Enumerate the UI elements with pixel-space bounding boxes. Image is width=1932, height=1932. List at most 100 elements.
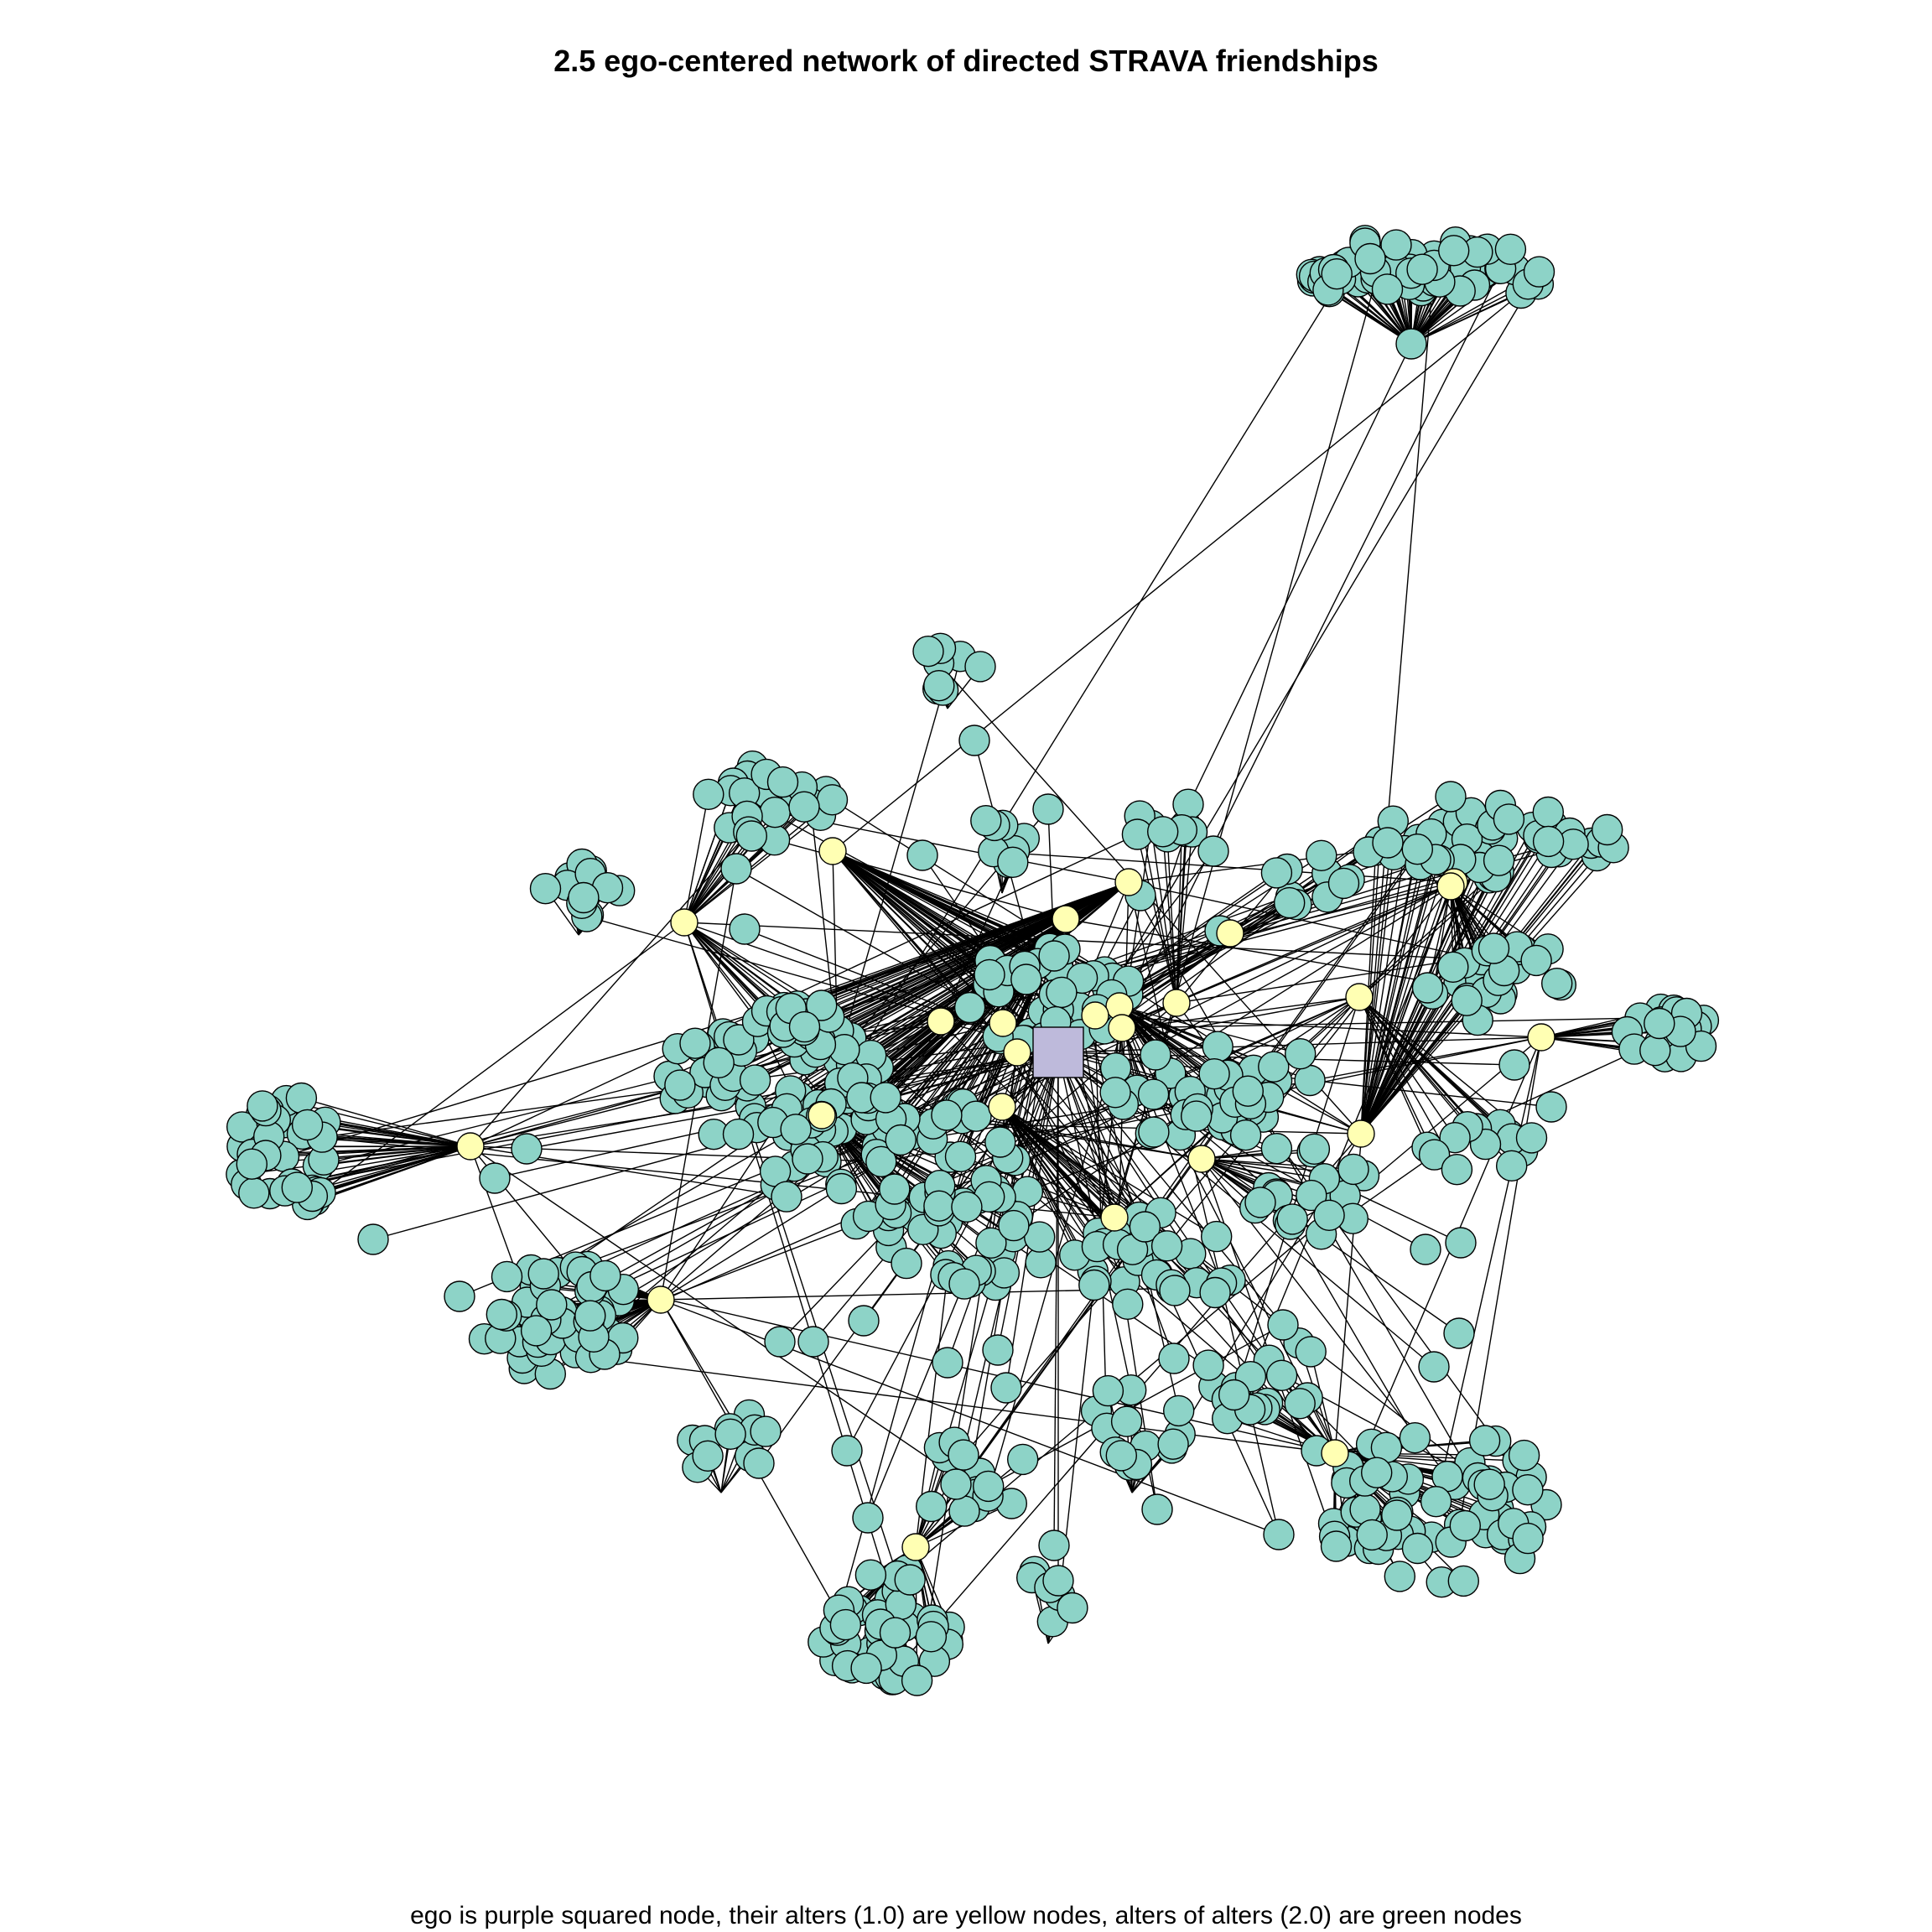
- alter-of-alter-node: [1284, 1037, 1317, 1070]
- alter-of-alter-node: [1296, 1179, 1327, 1212]
- alter-of-alter-node: [703, 1046, 735, 1079]
- alter-of-alter-node: [1356, 1519, 1388, 1551]
- alter-of-alter-node: [960, 1100, 992, 1132]
- alter-of-alter-node: [932, 1347, 963, 1379]
- network-edge: [683, 835, 752, 923]
- alter-of-alter-node: [722, 1118, 755, 1150]
- alter-of-alter-node: [486, 1298, 517, 1331]
- network-edge: [470, 834, 1138, 1147]
- alter-of-alter-node: [948, 1439, 979, 1471]
- alter-of-alter-node: [1105, 1440, 1138, 1472]
- alter-node: [1436, 872, 1465, 901]
- alter-of-alter-node: [750, 1415, 782, 1447]
- alter-of-alter-node: [281, 1171, 313, 1203]
- network-edge: [683, 794, 709, 923]
- network-edge: [1094, 271, 1540, 1016]
- alter-of-alter-node: [529, 872, 562, 905]
- alter-of-alter-node: [940, 1468, 972, 1500]
- alter-of-alter-node: [743, 1447, 775, 1479]
- alter-of-alter-node: [1232, 1075, 1265, 1107]
- alter-of-alter-node: [1006, 1443, 1039, 1476]
- alter-of-alter-node: [958, 724, 990, 756]
- network-edge: [1121, 248, 1512, 1029]
- network-edge: [1001, 1106, 1105, 1244]
- alter-of-alter-node: [1473, 1468, 1505, 1500]
- alter-of-alter-node: [511, 1133, 543, 1165]
- alter-of-alter-node: [771, 1181, 802, 1213]
- alter-of-alter-node: [923, 1190, 955, 1222]
- alter-of-alter-node: [1410, 1233, 1441, 1265]
- alter-of-alter-node: [953, 991, 986, 1024]
- alter-of-alter-node: [1483, 844, 1515, 876]
- alter-of-alter-node: [1202, 1031, 1233, 1062]
- alter-of-alter-node: [951, 1191, 983, 1223]
- network-edge: [683, 790, 731, 923]
- alter-of-alter-node: [1258, 1051, 1290, 1083]
- chart-title: 2.5 ego-centered network of directed STR…: [553, 44, 1379, 78]
- alter-of-alter-node: [865, 1145, 897, 1178]
- alter-of-alter-node: [1449, 1509, 1482, 1542]
- alter-of-alter-node: [972, 1470, 1005, 1503]
- alter-node: [1162, 989, 1191, 1017]
- network-edge: [1360, 860, 1440, 1135]
- alter-of-alter-node: [964, 651, 996, 683]
- alter-node: [808, 1101, 836, 1130]
- alter-of-alter-node: [1298, 1133, 1331, 1166]
- alter-of-alter-node: [1495, 1150, 1528, 1182]
- alter-of-alter-node: [1447, 1565, 1480, 1597]
- alter-of-alter-node: [788, 1010, 821, 1043]
- network-edge: [470, 831, 750, 1147]
- network-edge: [318, 881, 1455, 1167]
- network-edge: [997, 1036, 1115, 1218]
- alter-of-alter-node: [1092, 1374, 1124, 1407]
- alter-of-alter-node: [1159, 1275, 1191, 1306]
- network-edge: [832, 850, 1060, 1039]
- alter-of-alter-node: [1399, 1421, 1431, 1454]
- alter-of-alter-node: [806, 989, 838, 1021]
- alter-of-alter-node: [1042, 1565, 1074, 1597]
- alter-of-alter-node: [912, 636, 944, 667]
- network-edge: [312, 1145, 471, 1197]
- alter-of-alter-node: [1313, 1199, 1345, 1232]
- alter-of-alter-node: [816, 784, 849, 816]
- alter-of-alter-node: [1493, 803, 1525, 835]
- alter-of-alter-node: [1192, 1349, 1224, 1381]
- alter-of-alter-node: [739, 1064, 771, 1096]
- alter-of-alter-node: [915, 1490, 948, 1523]
- alter-of-alter-node: [1263, 1519, 1295, 1550]
- alter-node: [989, 1009, 1017, 1037]
- alter-of-alter-node: [1439, 1121, 1471, 1154]
- alter-of-alter-node: [1162, 1394, 1195, 1427]
- network-edge: [581, 1027, 1123, 1273]
- alter-of-alter-node: [879, 1617, 911, 1649]
- alter-of-alter-node: [1498, 1049, 1530, 1081]
- network-edge: [775, 812, 1130, 883]
- alter-of-alter-node: [1380, 229, 1412, 261]
- alter-of-alter-node: [1229, 1119, 1262, 1151]
- alter-of-alter-node: [948, 1268, 980, 1300]
- alter-of-alter-node: [1523, 256, 1555, 288]
- network-edge: [301, 1097, 471, 1147]
- network-edge: [683, 922, 768, 1012]
- alter-of-alter-node: [1372, 827, 1404, 859]
- network-edge: [590, 1357, 1336, 1454]
- alter-of-alter-node: [792, 1143, 823, 1175]
- alter-of-alter-node: [1327, 867, 1360, 900]
- network-edge: [1358, 996, 1456, 1139]
- alter-of-alter-node: [1141, 1493, 1173, 1525]
- alter-of-alter-node: [764, 1326, 796, 1358]
- alter-of-alter-node: [1110, 1405, 1143, 1437]
- network-edge: [832, 292, 1522, 852]
- alter-of-alter-node: [1395, 328, 1427, 360]
- alter-of-alter-node: [766, 766, 799, 798]
- alter-of-alter-node: [444, 1280, 475, 1312]
- network-edge: [1435, 1036, 1542, 1502]
- alter-of-alter-node: [1146, 816, 1179, 848]
- alter-node: [1003, 1038, 1031, 1067]
- alter-of-alter-node: [1494, 233, 1527, 265]
- alter-of-alter-node: [894, 1564, 926, 1596]
- network-edge: [1310, 1351, 1336, 1454]
- alter-of-alter-node: [1535, 1091, 1567, 1123]
- alter-of-alter-node: [1038, 1530, 1070, 1561]
